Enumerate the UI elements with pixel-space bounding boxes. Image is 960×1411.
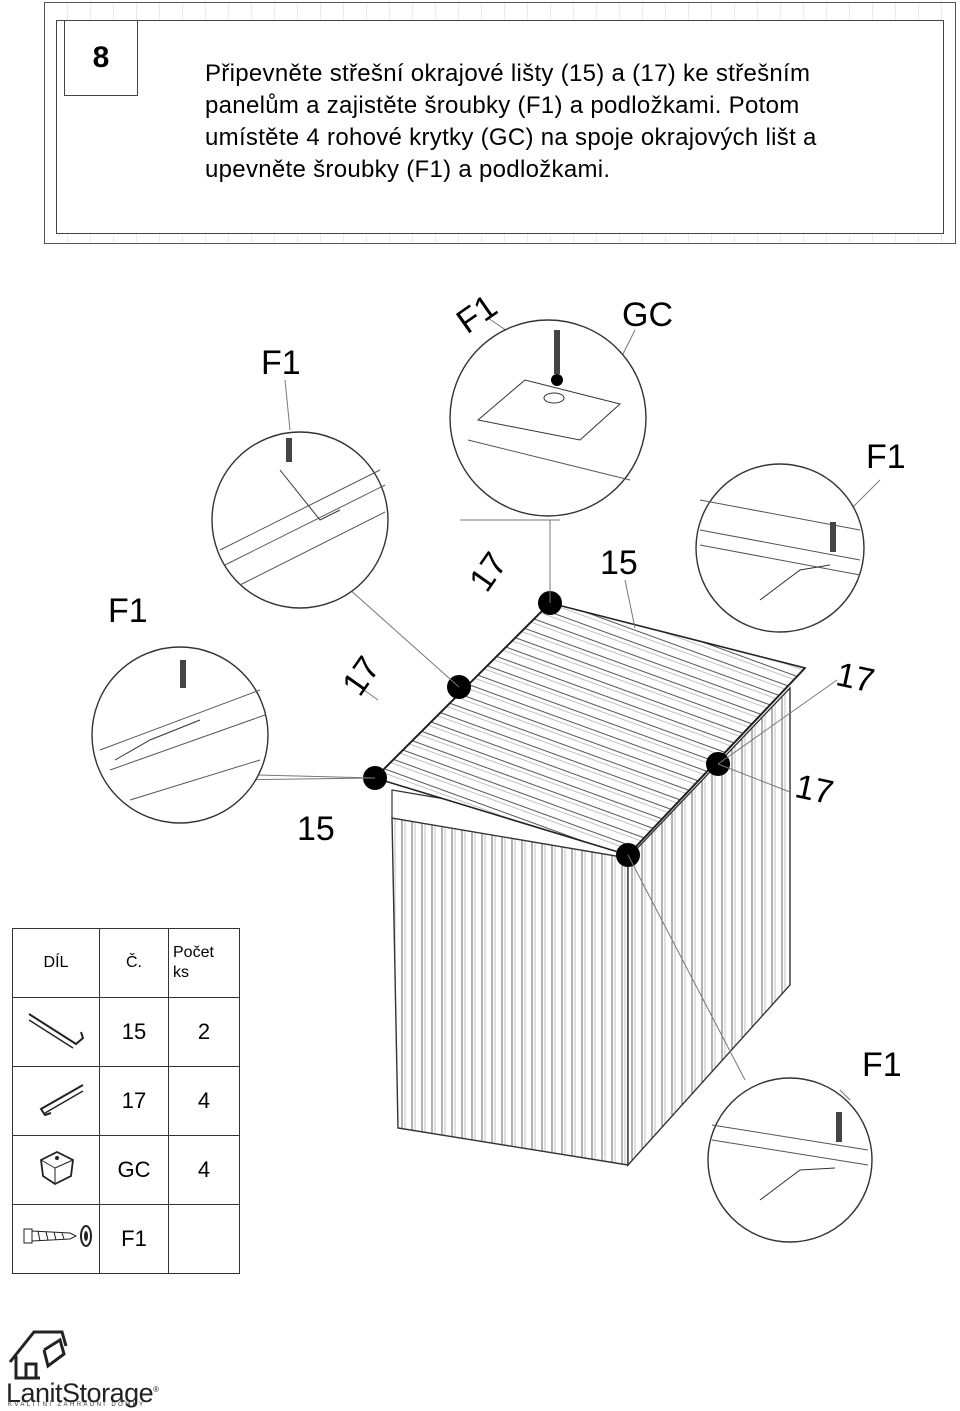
callout-rail-17: 17 (335, 650, 388, 703)
edge-rail-15-icon (12, 997, 100, 1067)
shed-front-wall (391, 817, 629, 1166)
detail-circle-top-center (449, 319, 647, 517)
parts-table: DÍL Č. Počet ks 15 2 17 4 GC 4 F1 (12, 928, 240, 1274)
instruction-line: umístěte 4 rohové krytky (GC) na spoje o… (205, 124, 817, 151)
step-number: 8 (64, 20, 138, 96)
header-number: Č. (99, 928, 169, 998)
callout-gc: GC (622, 296, 673, 334)
part-qty: 2 (168, 997, 240, 1067)
detail-circle-right-lower (707, 1077, 873, 1243)
edge-rail-17-icon (12, 1066, 100, 1136)
part-number: F1 (99, 1204, 169, 1274)
part-number: 15 (99, 997, 169, 1067)
brand-name-text: LanitStorage (6, 1378, 154, 1408)
detail-circle-right-upper (695, 463, 865, 633)
callout-rail-15: 15 (297, 810, 335, 848)
part-qty: 4 (168, 1135, 240, 1205)
callout-f1: F1 (866, 438, 906, 476)
header-qty-line2: ks (173, 964, 189, 981)
callout-rail-17: 17 (462, 546, 515, 599)
callout-rail-17: 17 (833, 655, 878, 700)
detail-circle-top-left (211, 431, 389, 609)
detail-circle-left (91, 646, 269, 824)
shed-side-wall (627, 686, 791, 1167)
callout-rail-15: 15 (600, 544, 638, 582)
instruction-line: Připevněte střešní okrajové lišty (15) a… (205, 60, 811, 87)
corner-cap-icon (12, 1135, 100, 1205)
part-qty (168, 1204, 240, 1274)
brand-name: LanitStorage® (6, 1378, 159, 1409)
part-number: GC (99, 1135, 169, 1205)
registered-mark: ® (153, 1385, 159, 1394)
header-qty-line1: Počet (173, 944, 214, 961)
instruction-line: upevněte šroubky (F1) a podložkami. (205, 156, 611, 183)
callout-f1: F1 (108, 592, 148, 630)
brand-logo (8, 1330, 68, 1380)
instruction-panel (56, 20, 944, 234)
table-row: F1 (12, 1204, 240, 1274)
header-part: DÍL (12, 928, 100, 998)
instruction-line: panelům a zajistěte šroubky (F1) a podlo… (205, 92, 800, 119)
table-row: 17 4 (12, 1066, 240, 1136)
callout-rail-17: 17 (792, 767, 837, 812)
part-number: 17 (99, 1066, 169, 1136)
callout-f1: F1 (862, 1046, 902, 1084)
screw-washer-icon (12, 1204, 100, 1274)
part-qty: 4 (168, 1066, 240, 1136)
table-row: 15 2 (12, 997, 240, 1067)
instruction-text: Připevněte střešní okrajové lišty (15) a… (205, 58, 905, 186)
table-row: GC 4 (12, 1135, 240, 1205)
callout-f1: F1 (450, 287, 504, 341)
brand-tagline: KVALITNÍ ZAHRADNÍ DOMKY (8, 1402, 146, 1408)
callout-f1: F1 (261, 344, 301, 382)
header-qty: Počet ks (168, 928, 240, 998)
